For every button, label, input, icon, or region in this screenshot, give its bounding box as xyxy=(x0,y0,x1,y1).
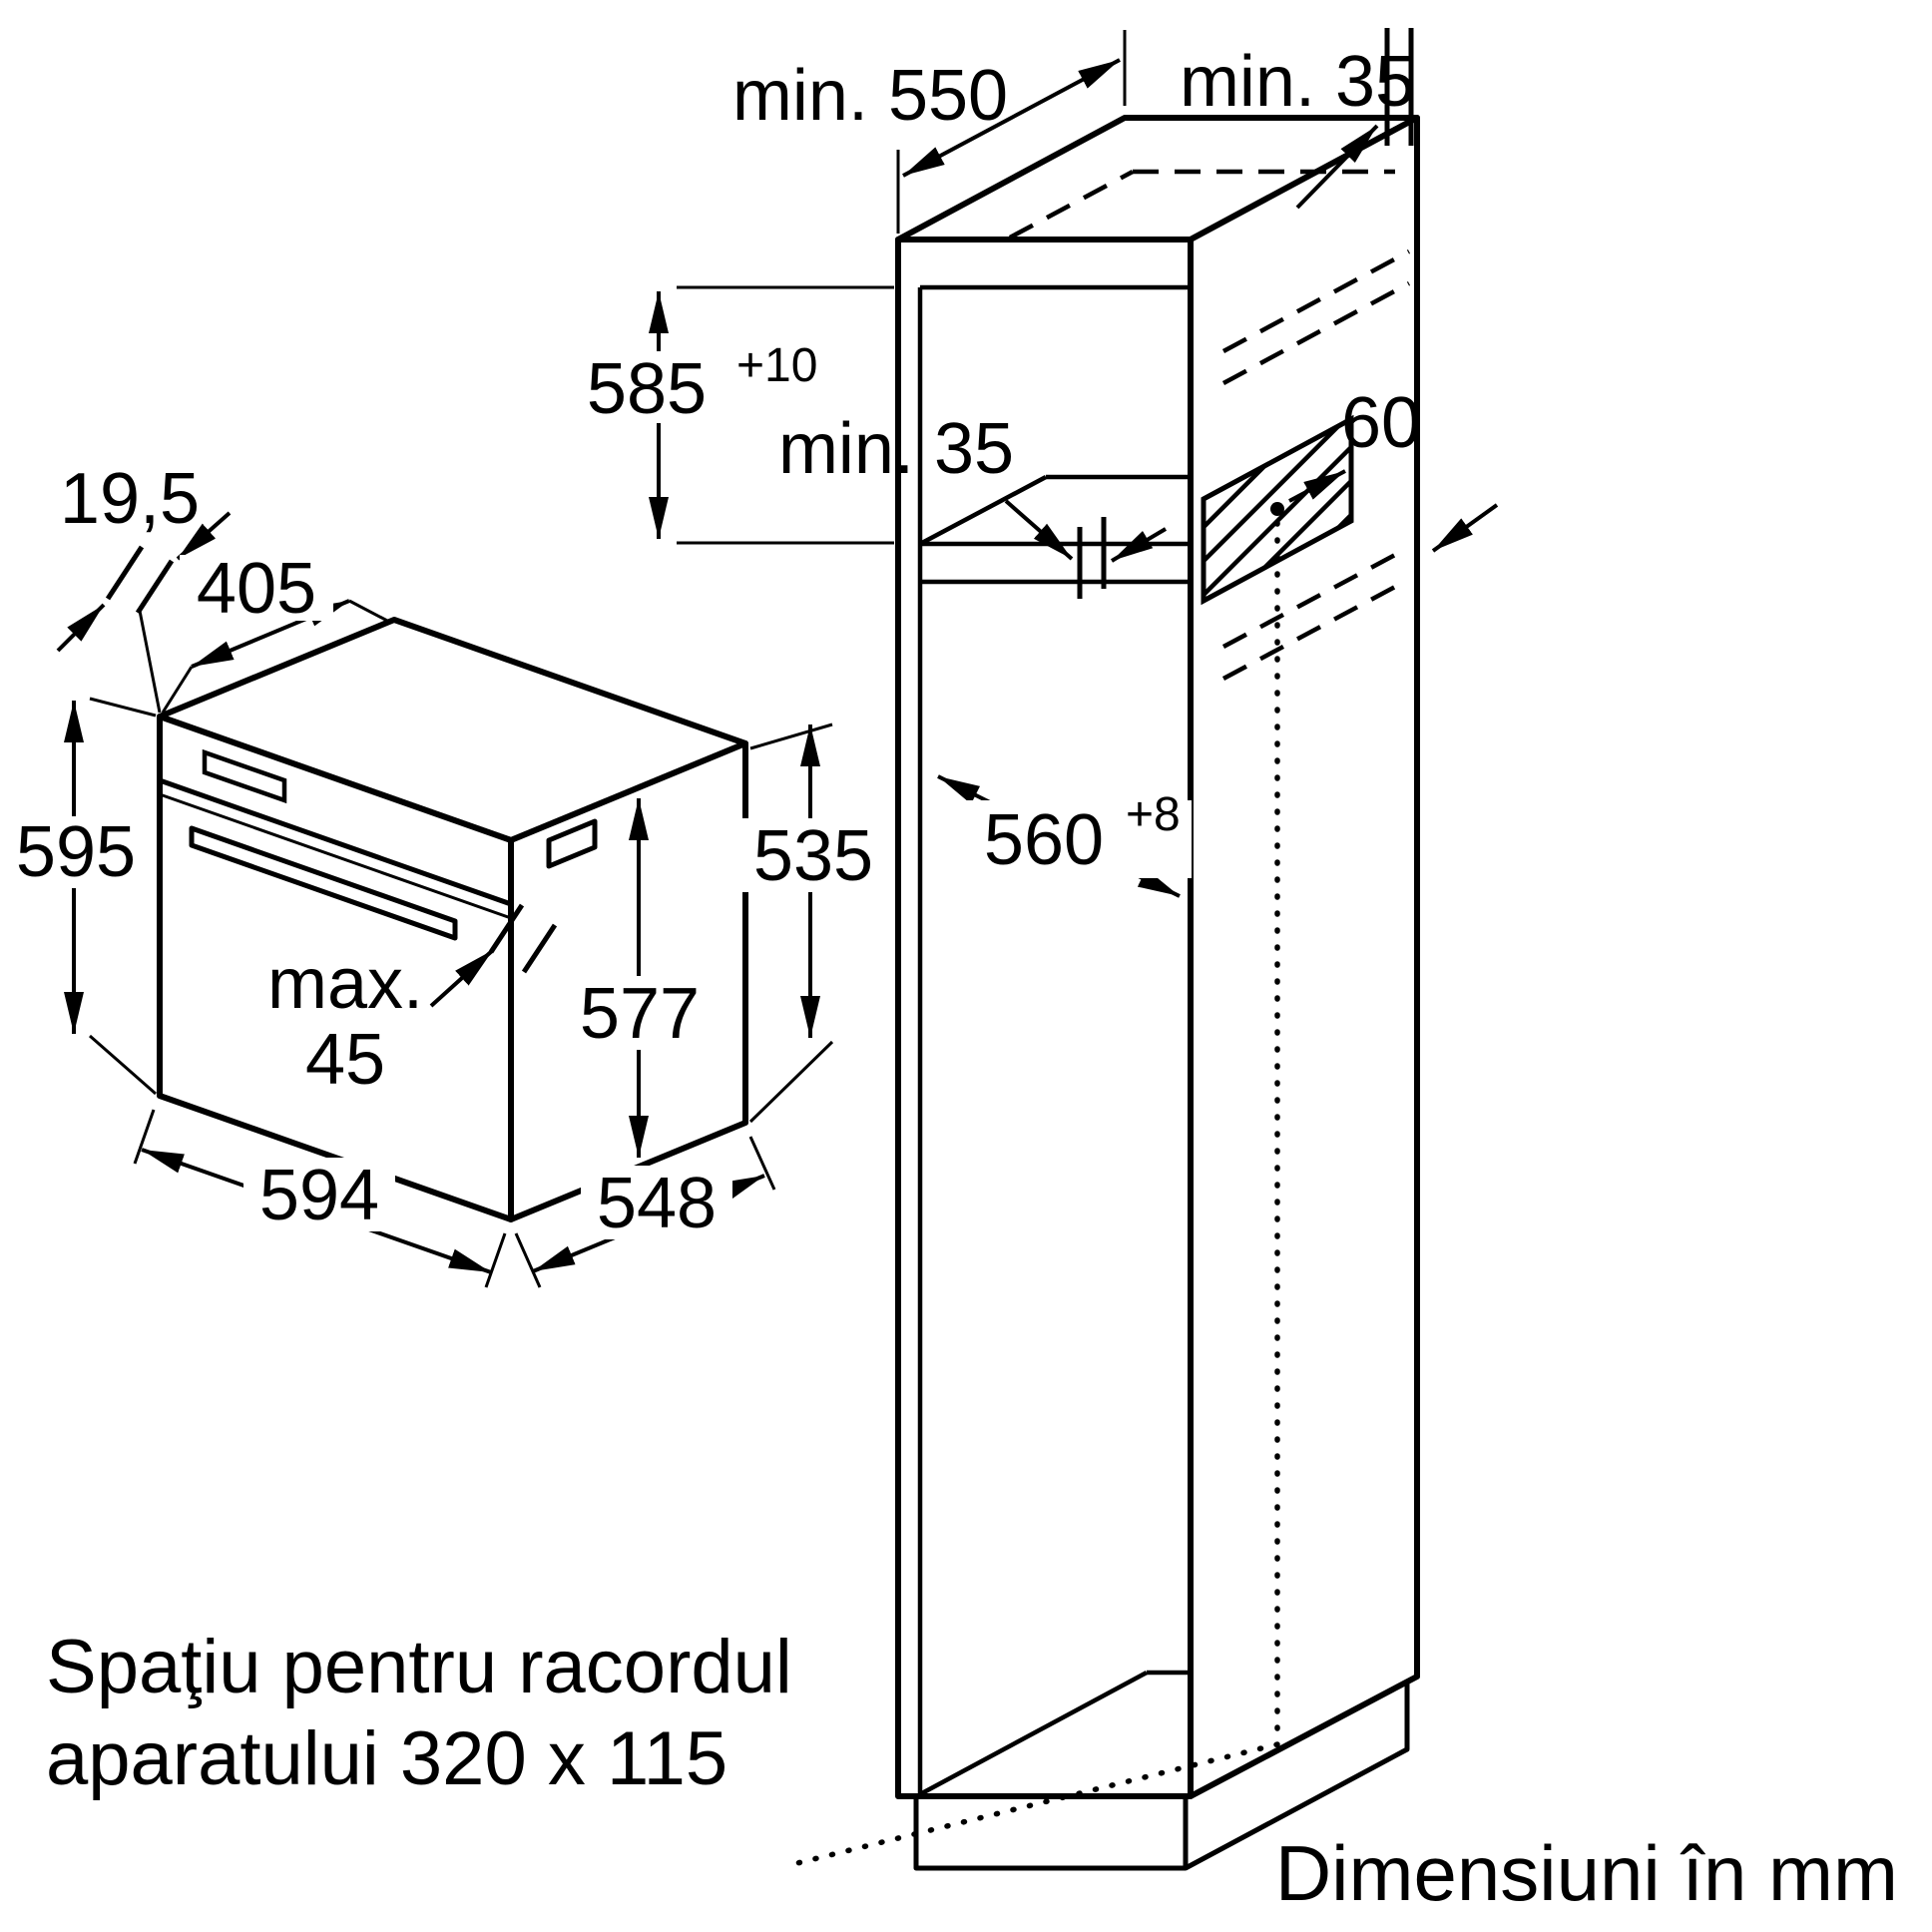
oven-display-window xyxy=(202,748,287,804)
units-note: Dimensiuni în mm xyxy=(1275,1829,1898,1917)
label-backplate xyxy=(243,1158,395,1231)
connection-reference-dotted-line xyxy=(790,520,1280,1867)
dim-label-60: 60 xyxy=(1341,383,1421,463)
extension-line xyxy=(89,697,157,718)
dim-label-560-tolerance: +8 xyxy=(1126,788,1181,841)
cabinet-shelf-side-edge xyxy=(918,475,1048,546)
oven-drawing xyxy=(157,617,748,1222)
hidden-edge-line xyxy=(1221,249,1411,353)
label-backplate xyxy=(12,816,140,888)
dim-label-max: max. xyxy=(267,944,423,1024)
arrow-line xyxy=(176,511,232,561)
dim-rear-height-535: 535 xyxy=(738,723,888,1124)
tick-line xyxy=(105,545,145,601)
dim-spacer-depth-60: 60 xyxy=(1288,383,1421,503)
dim-label-595: 595 xyxy=(16,812,136,892)
dim-label-min-35-top: min. 35 xyxy=(1180,42,1415,122)
tick-line xyxy=(135,559,175,615)
dim-panel-offset-19-5: 19,5 xyxy=(56,459,232,714)
extension-line xyxy=(748,1136,776,1191)
oven-door-handle xyxy=(189,825,458,941)
oven-control-panel-line xyxy=(159,777,512,907)
arrow-line xyxy=(1110,527,1168,563)
arrow-line xyxy=(56,603,106,653)
dim-wall-gap-top-min-35: min. 35 xyxy=(1180,42,1499,553)
extension-line xyxy=(138,610,162,714)
dim-top-depth-405: 405 xyxy=(161,549,392,714)
arrow-line xyxy=(1295,124,1379,210)
notes: Spaţiu pentru racordul aparatului 320 x … xyxy=(46,1625,1898,1917)
extension-line xyxy=(348,599,392,625)
extension-line xyxy=(748,1040,834,1124)
dim-label-min-550: min. 550 xyxy=(732,56,1008,136)
connection-point-dot xyxy=(1270,502,1284,516)
cabinet-floor-side-edge xyxy=(918,1671,1149,1796)
cabinet-front-face xyxy=(895,237,1194,1799)
dim-cabinet-depth-min-550: min. 550 xyxy=(732,30,1127,234)
cabinet-plinth xyxy=(913,1796,1189,1871)
dim-label-585: 585 xyxy=(587,349,707,429)
dim-oven-height-595: 595 xyxy=(12,697,157,1096)
dim-oven-width-594: 594 xyxy=(133,1109,507,1288)
dim-label-577: 577 xyxy=(580,974,700,1054)
extension-line xyxy=(484,1232,507,1288)
dim-niche-depth-560: 560 +8 xyxy=(937,774,1192,898)
label-backplate xyxy=(738,818,888,892)
dim-label-min-35-mid: min. 35 xyxy=(778,409,1014,489)
dim-shelf-gap-min-35: min. 35 xyxy=(778,409,1168,599)
dim-label-19-5: 19,5 xyxy=(60,459,200,539)
oven-grip-cutout xyxy=(546,818,598,869)
cabinet-right-face xyxy=(1188,115,1420,1799)
extension-line xyxy=(749,723,833,750)
label-backplate xyxy=(569,351,830,423)
dim-label-585-tolerance: +10 xyxy=(736,339,817,392)
arrow-line xyxy=(1004,499,1074,561)
dim-niche-height-585: 585 +10 xyxy=(569,285,894,545)
extension-line xyxy=(133,1109,156,1165)
label-backplate xyxy=(565,976,715,1050)
dim-body-height-577: 577 xyxy=(565,798,715,1158)
hidden-edge-line xyxy=(1221,585,1397,681)
extension-line xyxy=(514,1232,542,1288)
label-backplate xyxy=(581,1166,732,1239)
hidden-edge-line xyxy=(1221,553,1397,649)
cabinet-hidden-edges xyxy=(1008,169,1411,681)
tick-line xyxy=(521,923,558,974)
connection-space-note-line2: aparatului 320 x 115 xyxy=(46,1716,727,1801)
dim-handle-max-45: max. 45 xyxy=(267,903,558,1100)
oven-front-face xyxy=(157,714,514,1222)
dim-label-594: 594 xyxy=(259,1156,379,1235)
dim-label-405: 405 xyxy=(197,549,316,629)
oven-door-seam-line xyxy=(159,792,512,920)
arrow-line xyxy=(1288,469,1346,503)
hidden-edge-line xyxy=(1221,281,1411,385)
dim-label-535: 535 xyxy=(753,816,873,896)
arrow-line xyxy=(1431,503,1499,553)
arrow-line xyxy=(429,948,495,1008)
dimension-line xyxy=(902,58,1121,178)
label-backplate xyxy=(180,555,333,621)
hidden-edge-line xyxy=(1008,170,1135,240)
cabinet-plinth-side xyxy=(1184,1681,1410,1871)
dim-label-45: 45 xyxy=(305,1020,385,1100)
dim-label-548: 548 xyxy=(597,1164,717,1243)
dim-body-depth-548: 548 xyxy=(514,1136,776,1288)
extension-line xyxy=(161,666,194,714)
dim-label-560: 560 xyxy=(984,800,1104,880)
label-backplate xyxy=(960,800,1192,878)
extension-line xyxy=(89,1034,157,1096)
cabinet-drawing xyxy=(790,28,1420,1871)
connection-space-note-line1: Spaţiu pentru racordul xyxy=(46,1625,792,1709)
tick-line xyxy=(488,903,525,954)
